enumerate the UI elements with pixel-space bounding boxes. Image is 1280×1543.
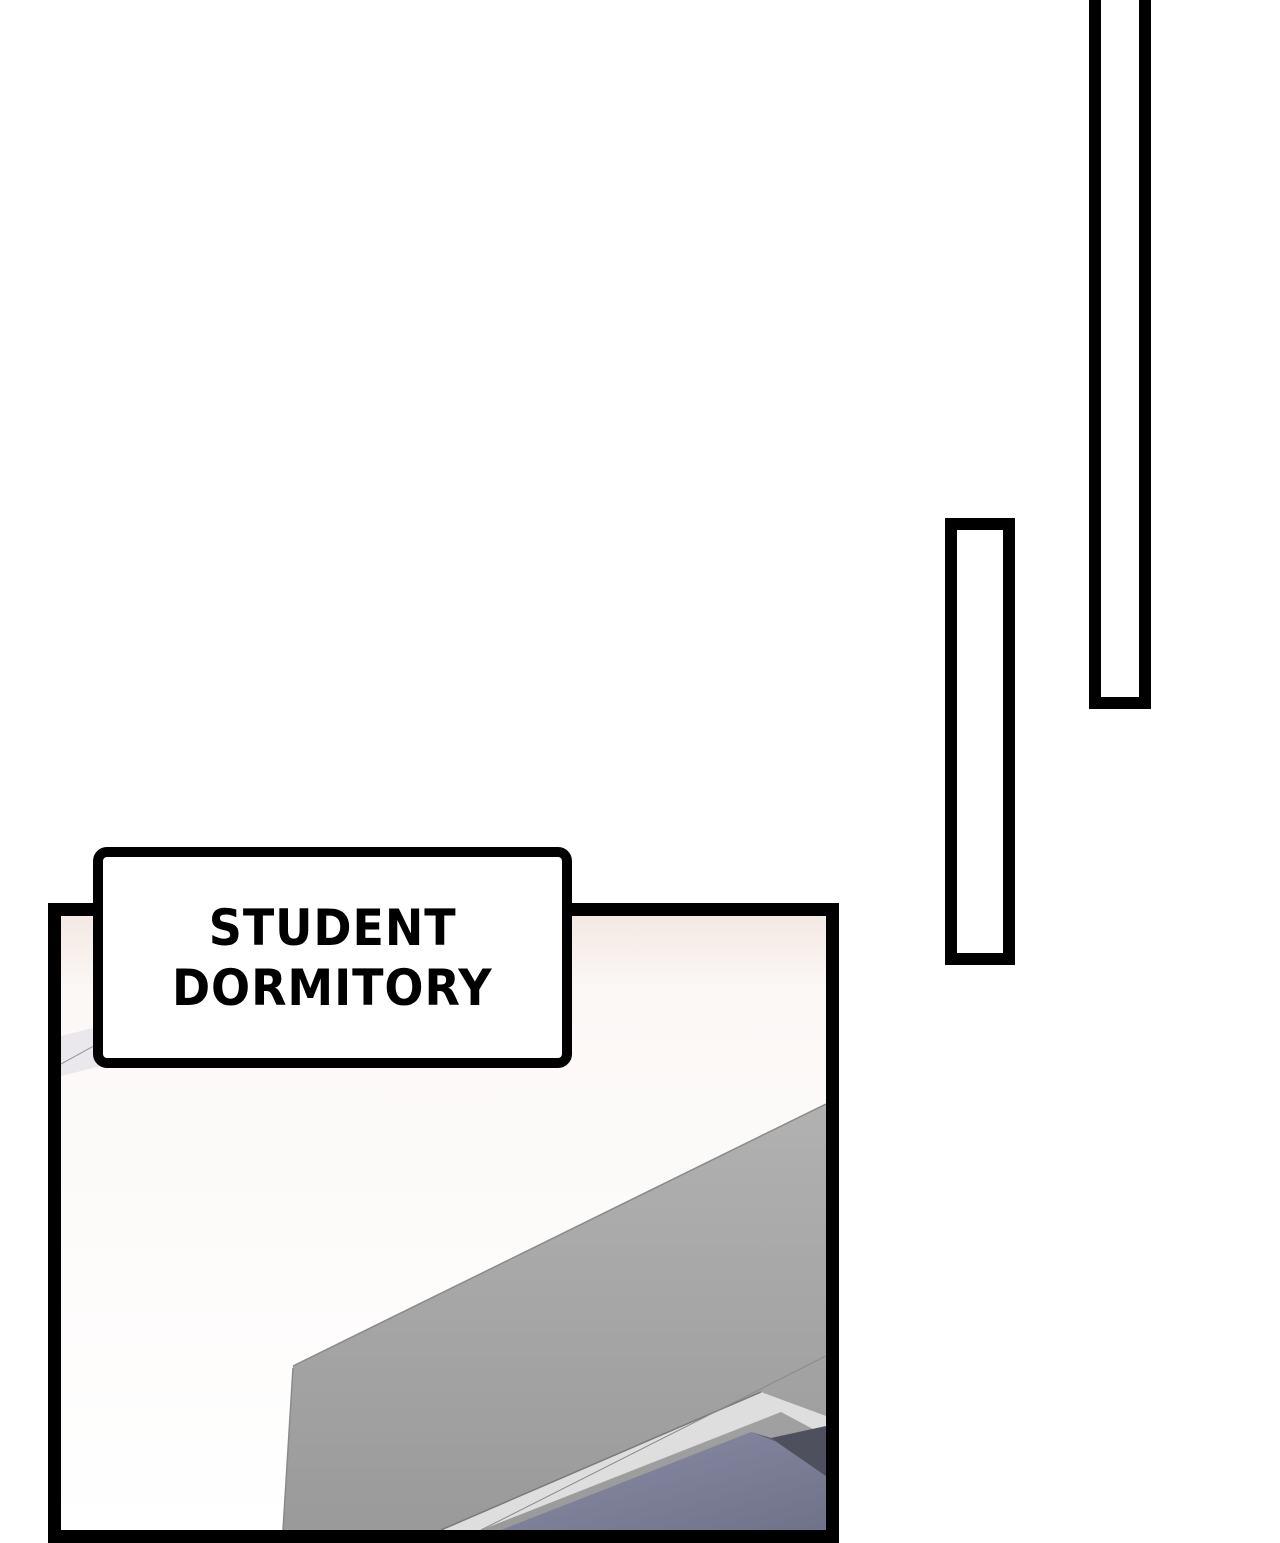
speed-line-tall (1089, 0, 1151, 709)
location-caption-box: STUDENT DORMITORY (93, 847, 572, 1068)
caption-line-2: DORMITORY (172, 958, 493, 1017)
speed-line-short (945, 518, 1015, 965)
caption-line-1: STUDENT (208, 898, 457, 957)
